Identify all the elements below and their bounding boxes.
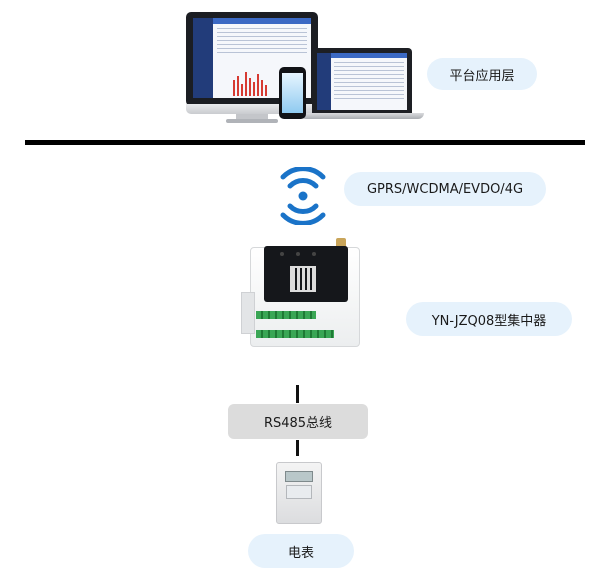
meter-nameplate (286, 485, 312, 499)
concentrator-antenna (336, 238, 346, 250)
monitor-stand (236, 114, 268, 120)
meter-label: 电表 (248, 534, 354, 568)
status-led (280, 252, 284, 256)
smartphone-screen (282, 73, 303, 113)
layer-divider (25, 140, 585, 145)
status-led (296, 252, 300, 256)
terminal-block (256, 311, 316, 319)
meter-display (285, 471, 313, 482)
terminal-block (256, 330, 334, 338)
concentrator-label: YN-JZQ08型集中器 (406, 302, 572, 336)
bus-line-top (296, 385, 299, 403)
concentrator-side (241, 292, 255, 334)
monitor-chin (186, 104, 318, 114)
qr-code (290, 266, 316, 292)
platform-layer-label: 平台应用层 (427, 58, 537, 90)
wireless-signal-icon (280, 167, 326, 225)
bus-line-bottom (296, 440, 299, 456)
status-led (312, 252, 316, 256)
monitor-base (226, 119, 278, 123)
laptop-base (300, 113, 424, 119)
rs485-bus-label: RS485总线 (228, 404, 368, 439)
laptop-screen (317, 53, 407, 110)
network-label: GPRS/WCDMA/EVDO/4G (344, 172, 546, 206)
monitor-screen (193, 18, 311, 98)
